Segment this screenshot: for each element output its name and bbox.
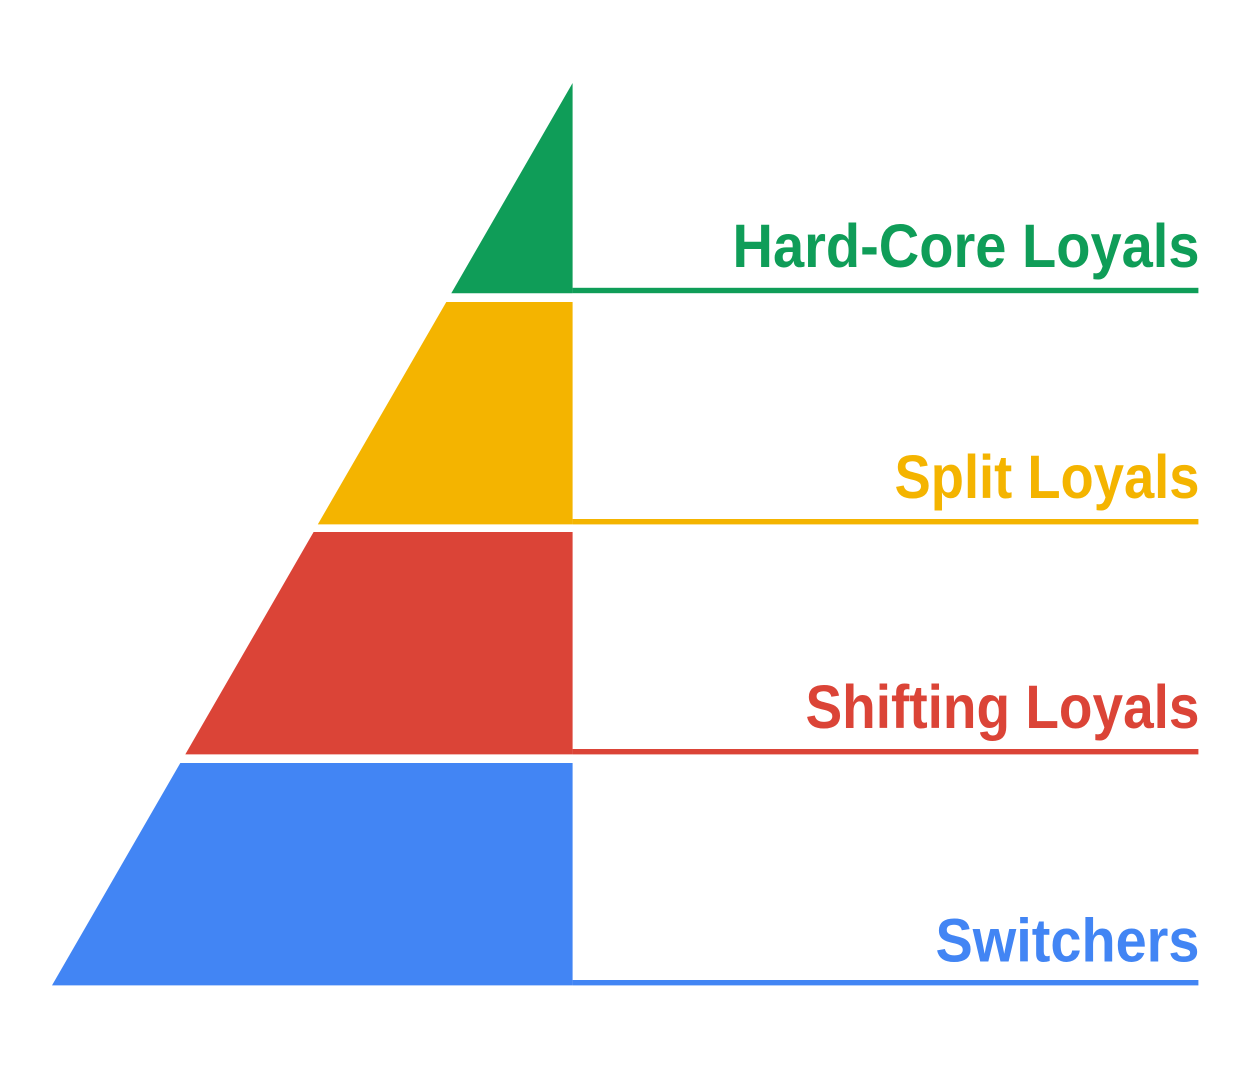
svg-text:Split Loyals: Split Loyals: [895, 443, 1200, 511]
svg-text:Hard-Core Loyals: Hard-Core Loyals: [733, 212, 1200, 280]
svg-text:Shifting Loyals: Shifting Loyals: [806, 673, 1200, 741]
svg-text:Switchers: Switchers: [936, 906, 1200, 974]
